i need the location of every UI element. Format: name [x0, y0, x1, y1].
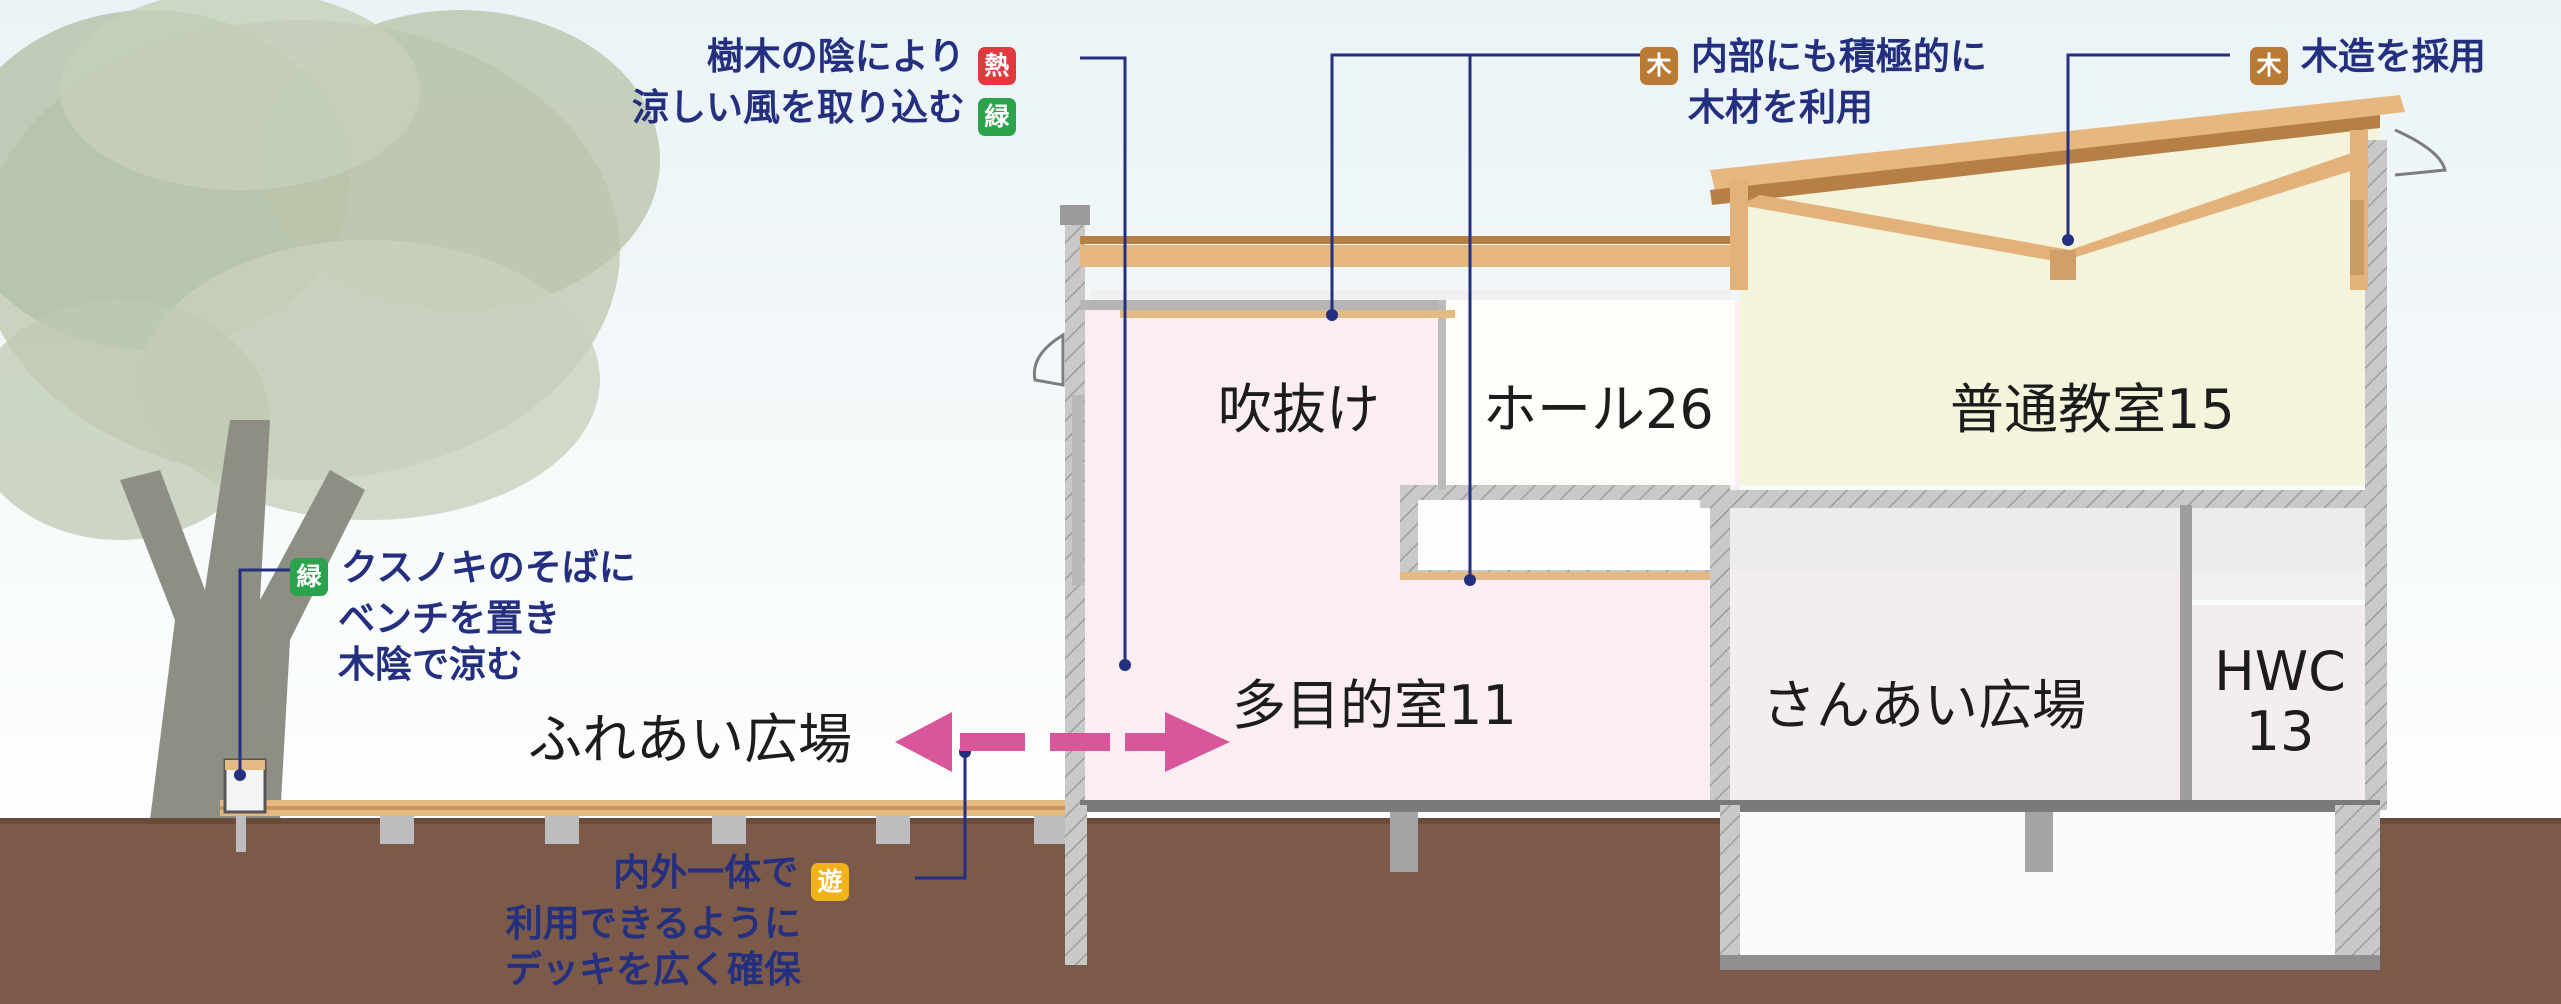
wood-badge: 木 — [2250, 47, 2288, 85]
tamokuteki-room-fill — [1080, 302, 1410, 800]
note-interior-wood-line1: 内部にも積極的に — [1690, 35, 1987, 78]
note-shade-line2: 涼しい風を取り込む — [632, 86, 965, 129]
room-label-tamokuteki: 多目的室11 — [1232, 674, 1517, 737]
note-interior-wood: 木 内部にも積極的に 木材を利用 — [1640, 34, 1987, 131]
note-wood-structure: 木 木造を採用 — [2250, 34, 2486, 85]
room-label-hwc: HWC 13 — [2205, 640, 2355, 764]
hall-room-fill — [1440, 300, 1735, 485]
sanai-room-fill — [1712, 570, 2182, 800]
room-label-fureai: ふれあい広場 — [528, 708, 852, 771]
classroom-fill — [1740, 290, 2380, 485]
room-label-sanai: さんあい広場 — [1762, 674, 2086, 737]
camphor-tree — [0, 0, 660, 820]
note-interior-wood-line2: 木材を利用 — [1688, 86, 1873, 129]
note-kusunoki-line3: 木陰で涼む — [338, 642, 523, 686]
note-shade-breeze: 樹木の陰により 熱 涼しい風を取り込む 緑 — [632, 34, 1016, 136]
wooden-deck — [220, 758, 1080, 852]
note-kusunoki-bench: 緑 クスノキのそばに ベンチを置き 木陰で涼む — [290, 545, 636, 688]
annotation-leader-lines — [238, 53, 2230, 880]
green-badge: 緑 — [977, 98, 1016, 136]
note-shade-line1: 樹木の陰により — [706, 35, 965, 78]
room-label-classroom: 普通教室15 — [1950, 378, 2235, 441]
note-deck-line3: デッキを広く確保 — [505, 947, 801, 991]
room-label-hall: ホール26 — [1483, 378, 1714, 441]
wood-badge: 木 — [1640, 47, 1678, 85]
play-badge: 遊 — [811, 863, 849, 901]
note-kusunoki-line1: クスノキのそばに — [340, 546, 636, 589]
room-label-hwc-number: 13 — [2245, 700, 2315, 764]
inside-outside-double-arrow — [895, 712, 1230, 772]
annotation-leader-dots — [234, 234, 2074, 781]
timber-roof-structure — [1080, 95, 2405, 580]
concrete-structure — [1060, 140, 2387, 970]
note-wood-structure-line1: 木造を採用 — [2300, 35, 2486, 78]
room-label-fukinuke: 吹抜け — [1218, 378, 1380, 441]
windows — [1032, 128, 2447, 585]
room-label-hwc-name: HWC — [2214, 640, 2346, 703]
hwc-room-fill — [2190, 605, 2365, 800]
note-deck-line1: 内外一体で — [613, 851, 799, 894]
note-deck-line2: 利用できるように — [505, 902, 801, 945]
note-deck: 内外一体で 遊 利用できるように デッキを広く確保 — [505, 850, 849, 993]
note-kusunoki-line2: ベンチを置き — [338, 597, 560, 640]
green-badge: 緑 — [290, 558, 328, 596]
heat-badge: 熱 — [977, 47, 1016, 85]
